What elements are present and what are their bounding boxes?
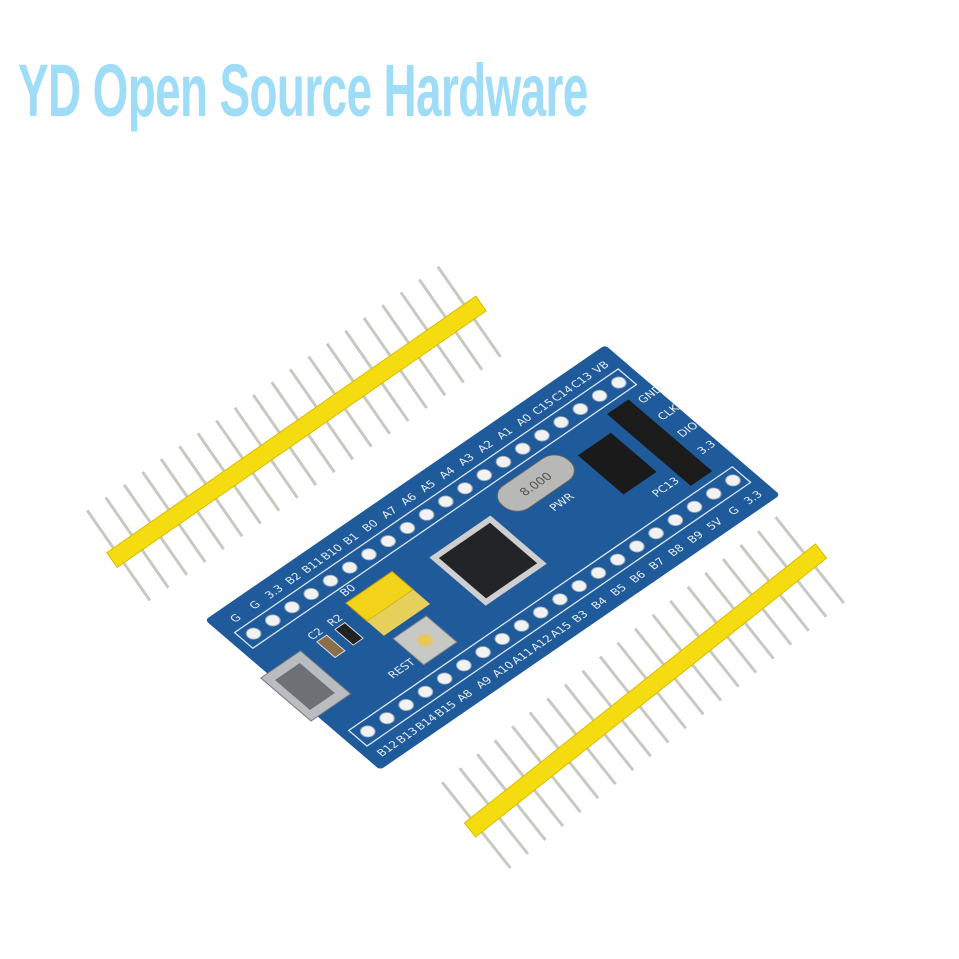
top-pin-hole [437,495,454,508]
bottom-pin-hole [705,487,722,500]
resistor-r2 [334,621,364,646]
capacitor-c2 [315,634,346,659]
crystal-oscillator: 8.000 [496,454,575,512]
bottom-pin-hole [609,553,626,566]
boot-jumper[interactable] [345,570,431,636]
bottom-pin-hole [475,646,491,659]
bottom-pin-hole [725,474,741,487]
pin-header-left [85,265,502,602]
top-pin-hole [514,442,531,455]
mcu-chip [429,515,547,606]
bottom-pin-hole [532,606,549,619]
header-plastic [463,543,828,838]
top-pin-hole [495,455,512,468]
top-pin-hole [610,376,627,389]
top-pin-hole [476,469,493,482]
bottom-pin-hole [513,619,530,632]
bottom-pin-hole [628,540,645,553]
stm32-board: GG3.3B2B11B10B1B0A7A6A5A4A3A2A1A0C15C14C… [206,346,779,769]
watermark-logo: YD Open Source Hardware [18,49,588,132]
top-pin-hole [591,389,608,402]
top-pin-hole [418,508,435,521]
top-pin-hole [245,627,262,640]
micro-usb-port[interactable] [260,650,352,722]
bottom-pin-hole [436,672,453,685]
bottom-pin-hole [417,685,434,698]
bottom-pin-hole [398,698,415,712]
top-pin-hole [284,601,300,614]
bottom-pin-hole [571,580,588,593]
top-pin-hole [361,548,377,561]
top-pin-hole [572,402,589,416]
bottom-pin-hole [686,500,703,513]
voltage-regulator [577,432,657,495]
top-pin-hole [380,535,397,548]
reset-button[interactable] [392,615,458,666]
bottom-pin-hole [590,566,607,579]
bottom-pin-hole [552,593,568,606]
top-pin-hole [341,561,358,574]
bottom-pin-hole [494,632,511,645]
pin-header-right [440,516,845,869]
bottom-pin-hole [667,513,684,527]
bottom-pin-hole [455,659,472,672]
top-pin-hole [264,614,281,627]
silk-frame-bottom [347,465,752,747]
swd-header[interactable] [607,399,713,486]
bottom-pin-hole [379,712,395,725]
silk-frame-top [233,368,638,650]
bottom-pin-hole [648,527,664,540]
top-pin-hole [553,416,570,429]
header-plastic [106,295,487,569]
top-pin-hole [457,482,473,495]
top-pin-hole [303,587,320,601]
top-pin-hole [534,429,550,442]
bottom-pin-hole [359,725,376,738]
top-pin-hole [322,574,339,587]
top-pin-hole [399,521,416,534]
